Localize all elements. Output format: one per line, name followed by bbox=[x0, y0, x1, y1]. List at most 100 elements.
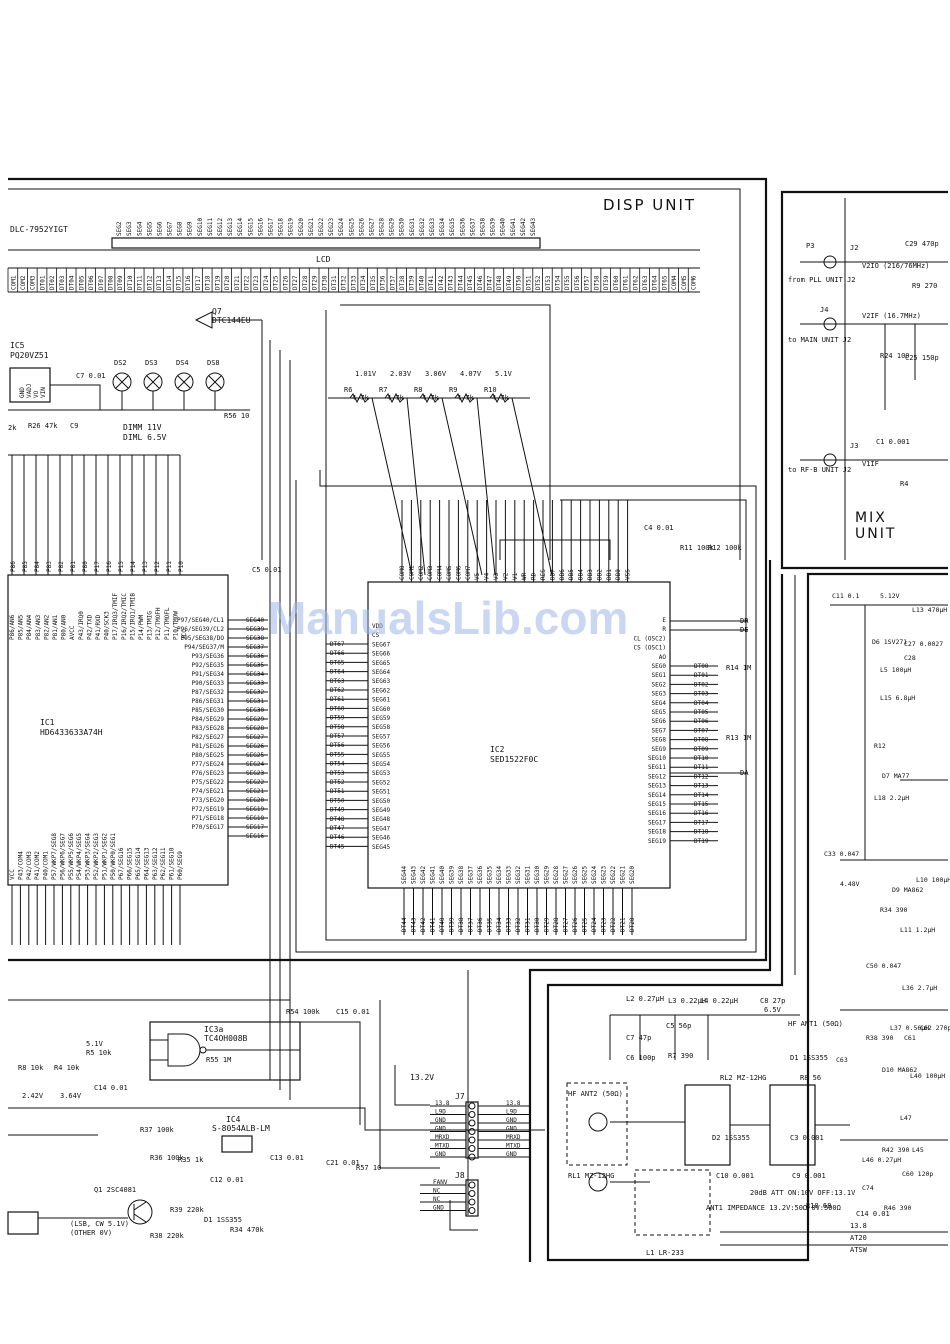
rf-part-label: C10 0.001 bbox=[716, 1172, 754, 1180]
lcd-dt-pin: DT64 bbox=[652, 275, 659, 290]
ic2-right-net: DT17 bbox=[694, 819, 709, 826]
rf-right-part-label: C11 0.1 bbox=[832, 592, 859, 600]
ic2-right-pin: AO bbox=[659, 654, 667, 661]
ic1-left-port: P13/TMIG bbox=[147, 611, 154, 640]
ic2-left-net: DT67 bbox=[330, 641, 345, 648]
ic2-left-pin: SEG51 bbox=[372, 789, 390, 796]
lsb-note-1: (LSB, CW 5.1V) bbox=[70, 1220, 129, 1228]
ic2-bottom-pin: SEG20 bbox=[629, 866, 636, 884]
lcd-dt-pin: DT32 bbox=[341, 275, 348, 290]
mix-part-label: C1 0.001 bbox=[876, 438, 910, 446]
lcd-dt-pin: DT52 bbox=[535, 275, 542, 290]
j7-pin-right: MRXD bbox=[506, 1134, 521, 1141]
rf-unit-frame bbox=[546, 572, 948, 1262]
ic2-right-net: DT07 bbox=[694, 727, 709, 734]
rf-part-label: HF ANT1 (50Ω) bbox=[788, 1020, 843, 1028]
part-2k: 2k bbox=[8, 424, 17, 432]
ic2-left-pins: VDDCSSEG67SEG66SEG65SEG64SEG63SEG62SEG61… bbox=[326, 623, 390, 851]
rf-part-label: C6 100p bbox=[626, 1054, 656, 1062]
ic3-r55: R55 1M bbox=[206, 1056, 231, 1064]
mix-part-label: V1IF bbox=[862, 460, 879, 468]
ic1-right-port: P83/SEG28 bbox=[191, 725, 224, 732]
mix-part-label: J4 bbox=[820, 306, 828, 314]
rf-right-part-label: R38 390 bbox=[866, 1034, 893, 1042]
mix-part-label: C29 470p bbox=[905, 240, 939, 248]
ic4-body bbox=[221, 1135, 253, 1153]
q7-ref: Q7 bbox=[212, 307, 222, 316]
ic3-r54: R54 100k bbox=[286, 1008, 321, 1016]
ic2-right-pin: SEG11 bbox=[648, 764, 666, 771]
q7-transistor bbox=[194, 311, 263, 560]
j8-ref: J8 bbox=[455, 1171, 465, 1180]
ic2-bottom-pin: SEG27 bbox=[563, 866, 570, 884]
lcd-dt-pin: DT46 bbox=[477, 275, 484, 290]
rf-right-part-label: C74 bbox=[862, 1184, 874, 1192]
j7-pin-left: MTXD bbox=[435, 1143, 450, 1150]
ic1-left-port: P42/TXD bbox=[86, 614, 93, 640]
ic2-right-net: DT06 bbox=[694, 718, 709, 725]
ic1-right-net: SEG22 bbox=[246, 779, 264, 786]
ic2-right-pin: SEG15 bbox=[648, 801, 666, 808]
rf-right-wiring bbox=[830, 604, 948, 1141]
ic2-bottom-net: DT28 bbox=[553, 917, 560, 932]
rf-part-label: C7 47p bbox=[626, 1034, 651, 1042]
ic1-right-net: SEG40 bbox=[246, 617, 264, 624]
lcd-dt-pin: DT15 bbox=[176, 275, 183, 290]
j7-pin-left: GND bbox=[435, 1151, 446, 1158]
lcd-seg-pin: SEG3 bbox=[126, 221, 133, 236]
lcd-dt-pin: DT47 bbox=[486, 275, 493, 290]
rf-right-part-label: C62 270p bbox=[920, 1024, 950, 1032]
ic1-bottom-port: P62/SEG11 bbox=[160, 847, 167, 880]
ic2-right-pin: R bbox=[662, 626, 666, 633]
ic2-right-pin: SEG3 bbox=[652, 691, 667, 698]
ic2-bottom-pin: SEG39 bbox=[449, 866, 456, 884]
ic1-right-net: SEG38 bbox=[246, 635, 264, 642]
ic2-bottom-net: DT43 bbox=[411, 917, 418, 932]
ic1-right-port: P93/SEG36 bbox=[191, 653, 224, 660]
lcd-dt-pin: DT37 bbox=[389, 275, 396, 290]
ic1-top-port: P85 bbox=[22, 561, 29, 572]
ic2-bottom-net: DT39 bbox=[449, 917, 456, 932]
lcd-seg-pin: SEG43 bbox=[530, 218, 537, 236]
rf-right-part-label: D6 1SV271 bbox=[872, 638, 907, 646]
rf-part-label: 20dB ATT ON:10V OFF:13.1V bbox=[750, 1189, 856, 1197]
ic2-left-pin: SEG59 bbox=[372, 715, 390, 722]
ic2-right-net: DT18 bbox=[694, 829, 709, 836]
ic2-right-pin: SEG13 bbox=[648, 783, 666, 790]
j7-pin-right: L9D bbox=[506, 1109, 517, 1116]
ic1-left-port: P80/AN0 bbox=[61, 614, 68, 640]
ic1-right-net: SEG18 bbox=[246, 815, 264, 822]
ic1-right-net: SEG23 bbox=[246, 770, 264, 777]
ic2-left-pin: SEG48 bbox=[372, 816, 390, 823]
lcd-seg-pin: SEG39 bbox=[490, 218, 497, 236]
ic1-right-net: SEG35 bbox=[246, 662, 264, 669]
lcd-dt-pin: DT22 bbox=[244, 275, 251, 290]
ic1-right-port: P74/SEG21 bbox=[191, 788, 224, 795]
ic1-top-port: P82 bbox=[58, 561, 65, 572]
lcd-dt-pin: DT56 bbox=[574, 275, 581, 290]
ic1-top-port: P11 bbox=[166, 561, 173, 572]
rf-part-label: C9 0.001 bbox=[792, 1172, 826, 1180]
ic2-bottom-net: DT31 bbox=[525, 917, 532, 932]
lower-part-label: C13 0.01 bbox=[270, 1154, 304, 1162]
ic2-right-pin: SEG1 bbox=[652, 672, 667, 679]
ic1-bottom-port: P60/SEG9 bbox=[177, 851, 184, 880]
ic2-left-pin: SEG45 bbox=[372, 844, 390, 851]
rf-right-part-label: C61 bbox=[904, 1034, 916, 1042]
ic2-left-net: DT48 bbox=[330, 816, 345, 823]
rf-right-part-label: R42 390 bbox=[882, 1146, 909, 1154]
lcd-seg-pin: SEG17 bbox=[267, 218, 274, 236]
lower-part-label: R36 100k bbox=[150, 1154, 185, 1162]
ic1-left-port: P43/IRQ0 bbox=[78, 611, 85, 640]
lcd-seg-pin: SEG31 bbox=[409, 218, 416, 236]
lcd-seg-pin: SEG6 bbox=[156, 221, 163, 236]
rf-wiring bbox=[566, 1014, 948, 1246]
ic2-left-net: DT52 bbox=[330, 779, 345, 786]
lower-part-label: R57 10 bbox=[356, 1164, 381, 1172]
disp-unit-title: DISP UNIT bbox=[603, 196, 696, 214]
lower-part-label: D1 1SS355 bbox=[204, 1216, 242, 1224]
part-c7: C7 0.01 bbox=[76, 372, 106, 380]
ic2-left-net: DT54 bbox=[330, 761, 345, 768]
